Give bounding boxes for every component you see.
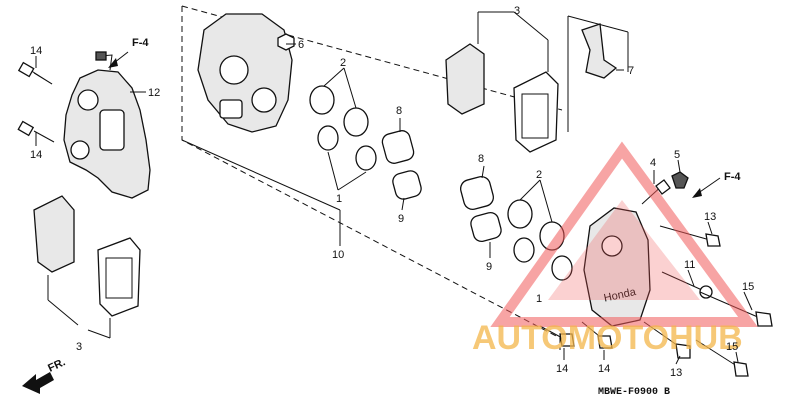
- svg-text:F-4: F-4: [724, 171, 741, 183]
- front-direction-arrow: FR.: [22, 356, 67, 394]
- ref-11: 11: [684, 259, 695, 271]
- bolt-15-lower: [695, 339, 749, 377]
- bolt-13-lower: [643, 321, 691, 359]
- ref-7: 7: [628, 65, 634, 77]
- ref-9-right: 9: [486, 261, 492, 273]
- ref-10: 10: [332, 249, 344, 261]
- direction-arrow-f4-right: F-4: [692, 171, 741, 198]
- left-brake-pads: [33, 195, 141, 339]
- svg-text:FR.: FR.: [46, 356, 67, 374]
- leader-lines: [35, 11, 753, 365]
- ref-2-center: 2: [340, 57, 346, 69]
- pad-spring-7: [581, 23, 618, 79]
- ref-4: 4: [650, 157, 656, 169]
- nut-6: [277, 33, 295, 51]
- center-caliper-body: [197, 13, 293, 133]
- ref-8-center: 8: [396, 105, 402, 117]
- figure-code: MBWE-F0900 B: [598, 387, 670, 398]
- ref-2-right: 2: [536, 169, 542, 181]
- bolt-14-lower-left: [17, 120, 55, 143]
- ref-3-left: 3: [76, 341, 82, 353]
- ref-14-a: 14: [30, 45, 42, 57]
- ref-1-center: 1: [336, 193, 342, 205]
- bolt-14-upper-left: [17, 61, 53, 85]
- ref-12: 12: [148, 87, 160, 99]
- svg-text:F-4: F-4: [132, 37, 149, 49]
- ref-15-lower: 15: [726, 341, 738, 353]
- bolts-14-bottom: [539, 321, 613, 349]
- ref-14-c: 14: [556, 363, 568, 375]
- ref-13-lower: 13: [670, 367, 682, 379]
- ref-14-b: 14: [30, 149, 42, 161]
- ref-6: 6: [298, 39, 304, 51]
- part-reference-numbers: 14 14 12 3 6 2 1 8 9 10 3 7 8 9 2 1 4 5 …: [30, 5, 754, 379]
- pistons-center: [381, 130, 422, 200]
- ref-5: 5: [674, 149, 680, 161]
- pin-11: [661, 271, 713, 299]
- ref-9-center: 9: [398, 213, 404, 225]
- ref-14-d: 14: [598, 363, 610, 375]
- left-caliper-assembly: [63, 51, 151, 199]
- ref-1-right: 1: [536, 293, 542, 305]
- watermark-text: AUTOMOTOHUB: [472, 319, 743, 357]
- direction-arrow-f4-left: F-4: [108, 37, 149, 68]
- ref-8-right: 8: [478, 153, 484, 165]
- right-pistons: [460, 176, 573, 281]
- watermark-logo: AUTOMOTOHUB: [472, 141, 758, 357]
- bleed-cap-5: [671, 171, 689, 189]
- center-brake-pads: [445, 43, 559, 153]
- ref-15-upper: 15: [742, 281, 754, 293]
- right-caliper-body: Honda: [583, 207, 651, 327]
- ref-3-center: 3: [514, 5, 520, 17]
- piston-seals-2: [309, 85, 377, 171]
- ref-13-upper: 13: [704, 211, 716, 223]
